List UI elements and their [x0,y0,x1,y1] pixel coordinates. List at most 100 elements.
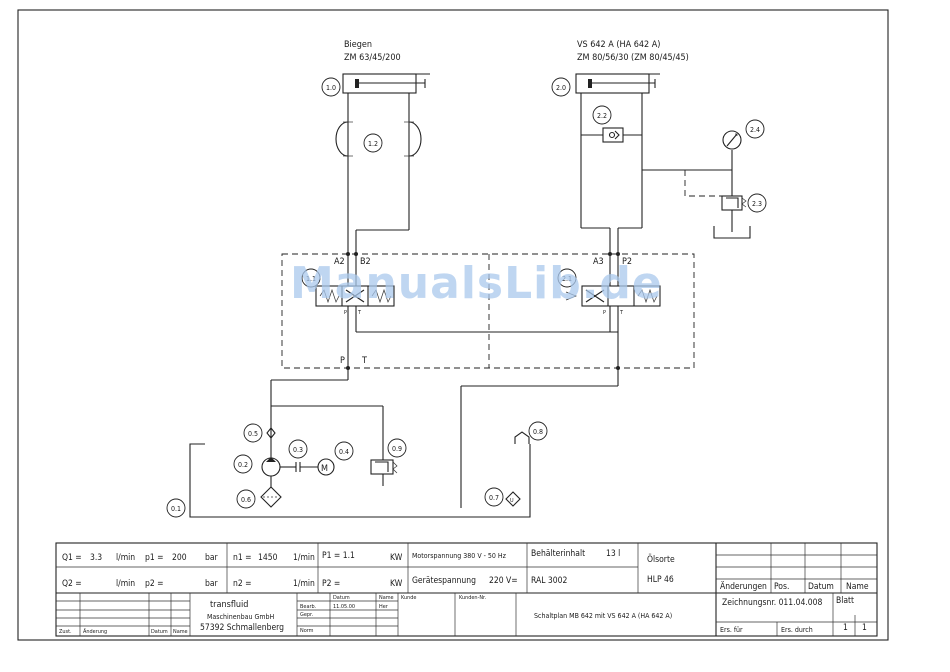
n1-value: 1450 [258,553,278,563]
bearb-date: 11.05.00 [333,604,355,610]
datum2-label: Datum [151,629,168,635]
col-kunden-nr: Kunden-Nr. [459,595,487,601]
svg-text:2.0: 2.0 [556,84,566,92]
valve-1-t-label: T [357,310,362,316]
svg-text:0.6: 0.6 [241,496,251,504]
q2-label: Q2 = [62,579,82,589]
motor-voltage: Motorspannung 380 V - 50 Hz [412,552,507,560]
blatt-number-b: 1 [862,623,867,633]
p1-value: 200 [172,553,187,563]
P2-unit: KW [390,579,403,589]
q1-label: Q1 = [62,553,82,563]
P2-label: P2 = [322,579,340,589]
bubble-0-9: 0.9 [387,438,407,458]
bubble-0-1: 0.1 [166,498,186,518]
bubble-2-4: 2.4 [745,119,765,139]
col-name: Name [846,582,869,592]
q1-value: 3.3 [90,553,102,563]
p2-label: p2 = [145,579,164,589]
bubble-1-0: 1.0 [321,77,341,97]
P1-label: P1 = 1.1 [322,551,355,561]
bubble-0-6: 0.6 [236,489,256,509]
bubble-0-8: 0.8 [528,421,548,441]
bubble-2-0: 2.0 [551,77,571,97]
company-name: transfluid [210,600,248,610]
svg-text:2.2: 2.2 [597,112,607,120]
valve-2-p-label: P [603,310,606,316]
port-p-label: P [340,356,345,366]
oil-value: HLP 46 [647,575,674,585]
tank-label: Behälterinhalt [531,549,585,559]
company-line2: Maschinenbau GmbH [207,613,275,621]
pressure-gauge [722,130,742,150]
p2-unit: bar [205,579,219,589]
n1-label: n1 = [233,553,252,563]
norm-label: Norm [300,628,314,634]
blatt-label: Blatt [836,596,854,606]
svg-text:2.4: 2.4 [750,126,760,134]
port-a2-label: A2 [334,257,345,267]
svg-text:0.2: 0.2 [238,461,248,469]
valve-2-t-label: T [619,310,624,316]
n1-unit: 1/min [293,553,315,563]
oil-label: Ölsorte [647,554,675,565]
svg-text:0.1: 0.1 [171,505,181,513]
watermark: ManualsLib.de [290,258,663,309]
svg-text:M: M [321,464,328,474]
aenderung-label: Änderung [83,628,107,635]
col-aenderungen: Änderungen [720,581,767,592]
bubble-0-5: 0.5 [243,423,263,443]
svg-text:2.1: 2.1 [562,275,572,283]
valve-1-p-label: P [344,310,347,316]
blatt-number-a: 1 [843,623,848,633]
svg-text:1.0: 1.0 [326,84,336,92]
zust-label: Zust. [59,629,72,635]
name2-label: Name [173,629,188,635]
port-t-label: T [361,356,367,366]
svg-text:U: U [510,498,514,504]
svg-text:1.1: 1.1 [306,275,316,283]
svg-text:0.7: 0.7 [489,494,499,502]
svg-text:0.4: 0.4 [339,448,349,456]
drawing-title: Schaltplan MB 642 mit VS 642 A (HA 642 A… [534,612,672,620]
title-block [55,542,878,637]
gepr-label: Gepr. [300,612,314,618]
cylinder-2-spec: ZM 80/56/30 (ZM 80/45/45) [577,53,689,63]
bubble-2-3: 2.3 [747,193,767,213]
ers-fuer: Ers. für [720,626,743,634]
svg-text:0.8: 0.8 [533,428,543,436]
bearb-label: Bearb. [300,604,317,610]
bubble-0-4: 0.4 [334,441,354,461]
P1-unit: KW [390,553,403,563]
ers-durch: Ers. durch [781,626,813,634]
cylinder-1-spec: ZM 63/45/200 [344,53,401,63]
device-voltage-label: Gerätespannung [412,576,476,586]
tank-value: 13 l [606,549,620,559]
bubble-2-1: 2.1 [557,268,577,288]
bubble-0-7: 0.7 [484,487,504,507]
bubble-0-2: 0.2 [233,454,253,474]
relief-valve-2-3 [684,170,751,239]
device-voltage-value: 220 V= [489,576,518,586]
cylinder-1 [335,73,430,258]
power-unit: M U [189,368,619,518]
company-line3: 57392 Schmallenberg [200,623,284,633]
svg-text:2.3: 2.3 [752,200,762,208]
col-kunde: Kunde [401,595,416,601]
drawing-number: Zeichnungsnr. 011.04.008 [722,598,822,608]
valve-block [281,253,695,369]
port-b2-label: B2 [360,257,371,267]
q1-unit: l/min [116,553,135,563]
p1-unit: bar [205,553,219,563]
drawing-frame [17,9,889,641]
n2-unit: 1/min [293,579,315,589]
n2-label: n2 = [233,579,252,589]
cylinder-2-title: VS 642 A (HA 642 A) [577,40,660,50]
q2-unit: l/min [116,579,135,589]
svg-text:0.3: 0.3 [293,446,303,454]
port-a3-label: A3 [593,257,604,267]
col-pos: Pos. [774,582,789,592]
svg-text:0.9: 0.9 [392,445,402,453]
